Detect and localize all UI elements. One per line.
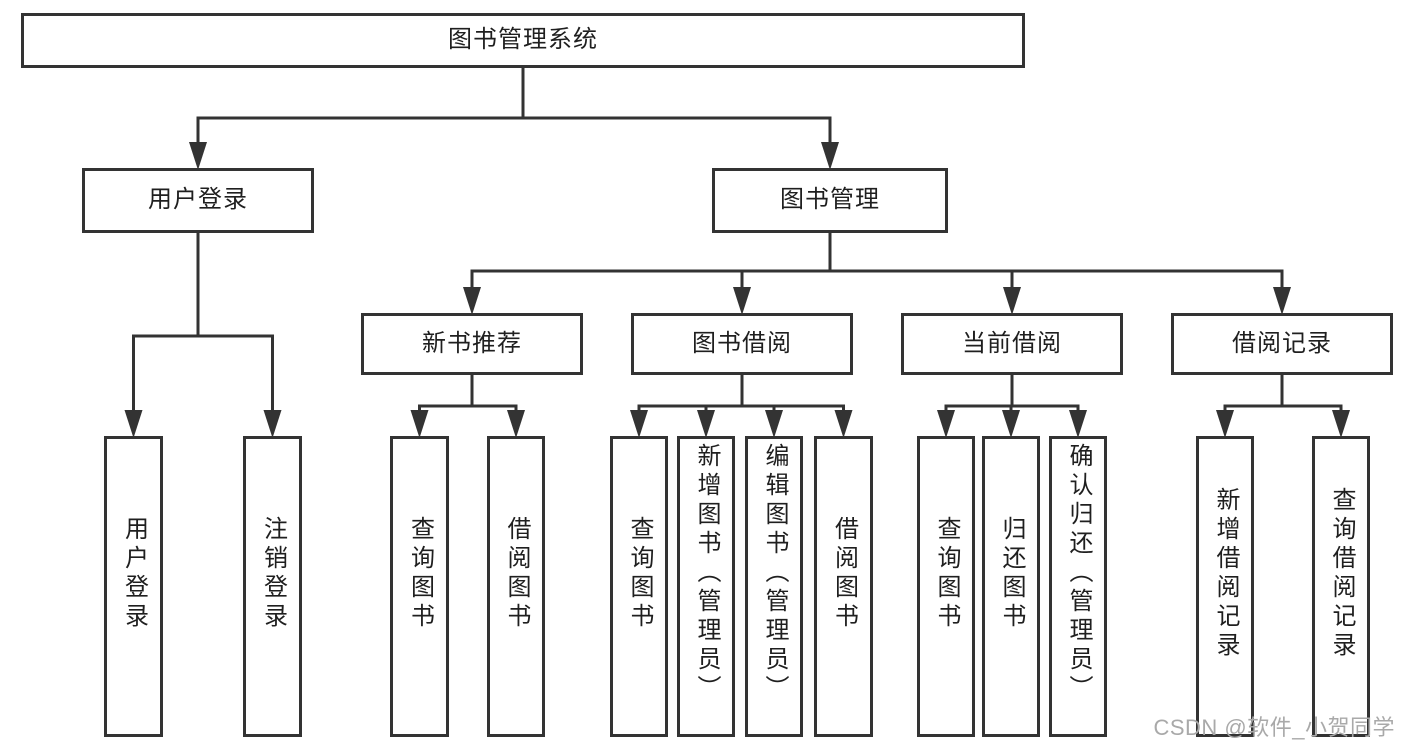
node-nb-query: 查询图书 (390, 436, 449, 737)
node-mgmt: 图书管理 (712, 168, 948, 233)
node-root: 图书管理系统 (21, 13, 1025, 68)
node-records-label: 借阅记录 (1232, 329, 1332, 357)
node-current: 当前借阅 (901, 313, 1123, 375)
node-bw-borrow: 借阅图书 (814, 436, 873, 737)
node-mgmt-label: 图书管理 (780, 186, 880, 214)
node-cur-query-label: 查询图书 (933, 515, 960, 632)
node-rec-query-label: 查询借阅记录 (1328, 486, 1355, 661)
node-bw-edit-label: 编辑图书（管理员） (761, 443, 788, 704)
node-cur-query: 查询图书 (917, 436, 975, 737)
node-bw-query-label: 查询图书 (626, 515, 653, 632)
node-nb-borrow-label: 借阅图书 (503, 515, 530, 632)
node-borrow: 图书借阅 (631, 313, 853, 375)
node-login: 用户登录 (82, 168, 314, 233)
node-rec-add-label: 新增借阅记录 (1212, 486, 1239, 661)
node-newbook-label: 新书推荐 (422, 329, 522, 357)
node-login-user-label: 用户登录 (120, 515, 148, 632)
node-login-out-label: 注销登录 (259, 515, 287, 632)
node-cur-return-label: 归还图书 (998, 515, 1025, 632)
node-current-label: 当前借阅 (962, 329, 1062, 357)
node-cur-confirm: 确认归还（管理员） (1049, 436, 1107, 737)
node-records: 借阅记录 (1171, 313, 1393, 375)
node-bw-query: 查询图书 (610, 436, 668, 737)
node-borrow-label: 图书借阅 (692, 329, 792, 357)
node-bw-add-label: 新增图书（管理员） (693, 443, 720, 704)
node-bw-add: 新增图书（管理员） (677, 436, 735, 737)
node-bw-edit: 编辑图书（管理员） (745, 436, 803, 737)
node-rec-add: 新增借阅记录 (1196, 436, 1254, 737)
node-rec-query: 查询借阅记录 (1312, 436, 1370, 737)
watermark: CSDN @软件_小贺同学 (1153, 715, 1395, 740)
node-nb-query-label: 查询图书 (406, 515, 434, 632)
node-login-label: 用户登录 (148, 186, 248, 214)
node-newbook: 新书推荐 (361, 313, 583, 375)
node-login-out: 注销登录 (243, 436, 302, 737)
node-root-label: 图书管理系统 (448, 26, 598, 54)
node-cur-confirm-label: 确认归还（管理员） (1065, 443, 1092, 704)
node-nb-borrow: 借阅图书 (487, 436, 545, 737)
node-login-user: 用户登录 (104, 436, 163, 737)
node-cur-return: 归还图书 (982, 436, 1040, 737)
node-bw-borrow-label: 借阅图书 (830, 515, 858, 632)
